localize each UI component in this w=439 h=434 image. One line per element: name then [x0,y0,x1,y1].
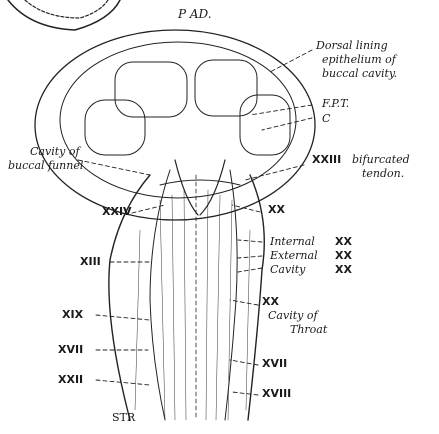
velum-left [175,160,198,215]
velum-cross [160,180,240,185]
label-xxiv: XXIV [102,206,132,218]
label-dorsal-lining: Dorsal lining [316,40,388,52]
tentacle-panel-left-lower [85,100,145,155]
label-bifurcated: bifurcated [352,154,410,166]
tissue-hatching [135,190,250,420]
label-cavity-xx-num: XX [335,264,352,276]
label-xix: XIX [62,309,83,321]
label-cavity-funnel-2: buccal funnel [8,160,83,172]
label-bifurcated-num: XXIII [312,154,341,166]
label-xx-right: XX [268,204,285,216]
upper-structure-inner [25,0,108,18]
label-cavity-xx: Cavity [270,264,305,276]
label-external: External [270,250,318,262]
tentacle-panel-right [195,60,257,116]
buccal-funnel-outer [35,30,315,220]
label-cavity-throat: Cavity of [268,310,318,322]
label-internal: Internal [270,236,315,248]
label-bifurcated-tendon: tendon. [362,168,404,180]
label-dorsal-buccal: buccal cavity. [322,68,397,80]
inner-column-right [225,170,237,420]
label-xvii: XVII [58,344,83,356]
label-xvii-right: XVII [262,358,287,370]
label-internal-num: XX [335,236,352,248]
label-fpt: F.P.T. [322,98,349,110]
label-xviii-right: XVIII [262,388,291,400]
label-dorsal-epithelium: epithelium of [322,54,396,66]
label-c: C [322,113,330,125]
label-throat: Throat [290,324,327,336]
label-xx-right-2: XX [262,296,279,308]
label-p-ad: P AD. [178,8,212,20]
upper-structure [8,0,120,30]
tentacle-panel-left [115,62,187,117]
label-external-num: XX [335,250,352,262]
label-cavity-funnel-1: Cavity of [30,146,80,158]
label-str: STR [112,412,135,424]
label-xiii: XIII [80,256,101,268]
velum-right [200,160,225,215]
buccal-funnel-inner [60,42,296,198]
label-xxii: XXII [58,374,83,386]
